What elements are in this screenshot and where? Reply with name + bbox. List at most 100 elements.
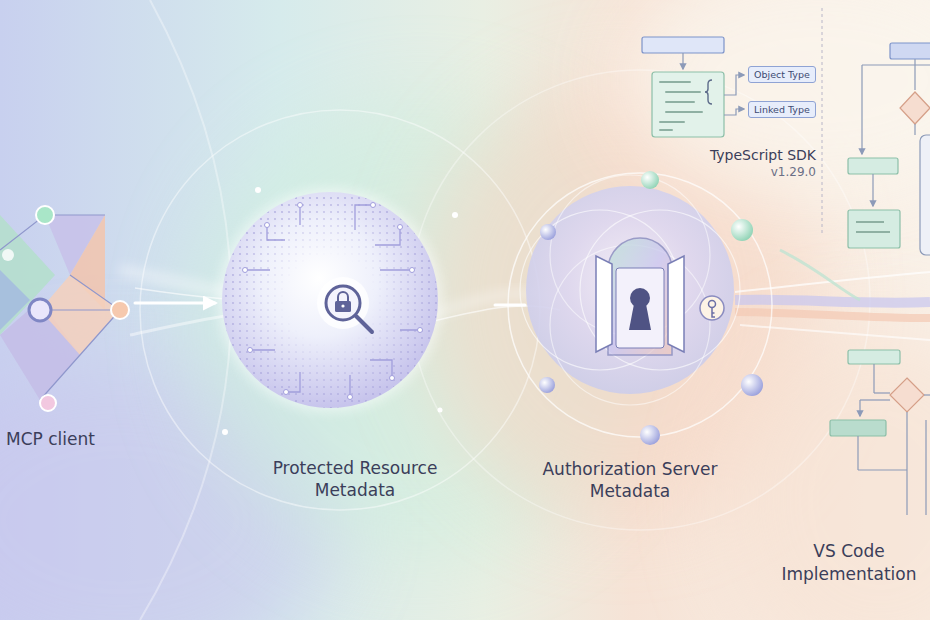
- flowchart-illustration-part: [914, 124, 915, 135]
- authorization-sphere: [508, 171, 772, 445]
- resource-sphere-part: [341, 304, 344, 307]
- authorization-sphere-part: [629, 304, 651, 330]
- divider-line-part: [822, 8, 823, 235]
- mcp-logo-part: [29, 299, 51, 321]
- client-node: MCP client: [0, 200, 135, 450]
- resource-sphere-part-part: [248, 348, 253, 353]
- flowchart-illustration-part: [925, 420, 926, 515]
- flowchart-illustration-part: [856, 231, 890, 233]
- flowchart-illustration-part: [874, 392, 890, 393]
- code-snippet-icon-part-part: [666, 91, 700, 93]
- node-label: Authorization Server Metadata: [529, 458, 731, 502]
- mcp-logo-part: [2, 249, 14, 261]
- ground-part: [720, 320, 930, 620]
- authorization-sphere-part: [580, 210, 740, 370]
- resource-sphere-part-part: [390, 376, 395, 381]
- resource-sphere-part-part: [398, 225, 403, 230]
- authorization-sphere-part: [668, 256, 684, 352]
- code-snippet-icon-part: [652, 72, 724, 137]
- authorization-sphere-part: [741, 374, 763, 396]
- code-snippet-icon-part: [724, 75, 744, 95]
- resource-sphere-part-part: [371, 203, 376, 208]
- mcp-logo: [0, 206, 129, 411]
- node-label: v1.29.0: [684, 165, 816, 181]
- flowchart-illustration-part: [848, 158, 898, 174]
- type-box: Object Type: [748, 66, 816, 83]
- resource-sphere-part-part: [348, 395, 353, 400]
- sdk-label: TypeScript SDKv1.29.0: [684, 146, 816, 180]
- resource-sphere-part-part: [284, 390, 289, 395]
- resource-sphere-part-part: [243, 268, 248, 273]
- authorization-sphere-part: [640, 425, 660, 445]
- flowchart-illustration-part: [914, 59, 915, 90]
- flowchart-illustration-part: [830, 420, 886, 436]
- mcp-logo-part: [0, 270, 30, 330]
- flow-stream-part: [780, 250, 860, 300]
- resource-sphere-part: [338, 292, 348, 301]
- node-label: Object Type: [754, 69, 810, 80]
- code-snippet-icon-part-part: [666, 111, 702, 113]
- authorization-sphere-part: [700, 296, 724, 320]
- type-box: Linked Type: [748, 101, 816, 118]
- mcp-logo-part: [40, 395, 56, 411]
- authorization-sphere-part: [641, 171, 659, 189]
- node-label: MCP client: [6, 428, 135, 450]
- code-snippet-icon-part: [724, 109, 744, 115]
- flowchart-illustration-part: [873, 364, 874, 393]
- resource-sphere-part: [438, 408, 443, 413]
- resource-sphere-part-part: [265, 223, 270, 228]
- flowchart-illustration-part: [848, 350, 900, 364]
- flowchart-illustration-part: [890, 378, 924, 412]
- mcp-logo-part: [40, 275, 120, 355]
- node-label: VS Code Implementation: [776, 540, 922, 586]
- divider-line: [822, 8, 823, 235]
- flowchart-illustration-part: [861, 65, 862, 154]
- code-snippet-icon-part: [705, 80, 712, 104]
- resource-sphere-part-part: [418, 328, 423, 333]
- ground-part: [140, 110, 540, 510]
- authorization-sphere-part: [712, 308, 715, 317]
- resource-sphere-part: [222, 192, 438, 408]
- implementation-label: VS Code Implementation: [776, 540, 924, 586]
- authorization-sphere-part: [550, 245, 710, 405]
- resource-sphere-part: [222, 429, 228, 435]
- flowchart-illustration-part: [856, 221, 884, 223]
- ground-part: [140, 0, 231, 620]
- mcp-logo-part: [111, 301, 129, 319]
- flowchart-illustration-part: [858, 469, 907, 470]
- code-snippet-icon: [642, 37, 744, 137]
- authorization-sphere-part: [508, 173, 772, 437]
- node-label: Linked Type: [754, 104, 810, 115]
- flow-stream-part: [735, 300, 930, 303]
- authorization-sphere-part: [731, 219, 753, 241]
- resource-sphere-part: [356, 316, 372, 332]
- node-label: Protected Resource Metadata: [255, 457, 455, 501]
- authorization-sphere-part: [540, 224, 556, 240]
- flow-stream-part: [735, 312, 930, 318]
- resource-sphere-part: [218, 188, 442, 412]
- resource-sphere-part: [243, 203, 423, 400]
- auth-node: Authorization Server Metadata: [525, 180, 735, 502]
- flowchart-illustration-part: [924, 394, 930, 395]
- authorization-sphere-part: [596, 256, 612, 352]
- code-snippet-icon-part: [642, 37, 724, 53]
- code-snippet-icon-part-part: [666, 101, 694, 103]
- authorization-sphere-part: [608, 238, 672, 355]
- flowchart-illustration: [830, 43, 930, 515]
- flowchart-illustration-part: [859, 400, 860, 416]
- resource-sphere-part: [452, 212, 458, 218]
- resource-sphere-part-part: [410, 268, 415, 273]
- flowchart-illustration-part: [900, 92, 930, 124]
- resource-sphere-part: [255, 187, 261, 193]
- ground-part: [620, 0, 930, 200]
- code-snippet-icon-part-part: [660, 121, 684, 123]
- authorization-sphere-part: [526, 186, 734, 394]
- flowchart-illustration-part: [857, 436, 858, 470]
- flowchart-illustration-part: [848, 210, 900, 248]
- code-snippet-icon-part: [682, 53, 683, 69]
- code-snippet-icon-part: [660, 82, 702, 130]
- flowchart-illustration-part: [890, 43, 930, 59]
